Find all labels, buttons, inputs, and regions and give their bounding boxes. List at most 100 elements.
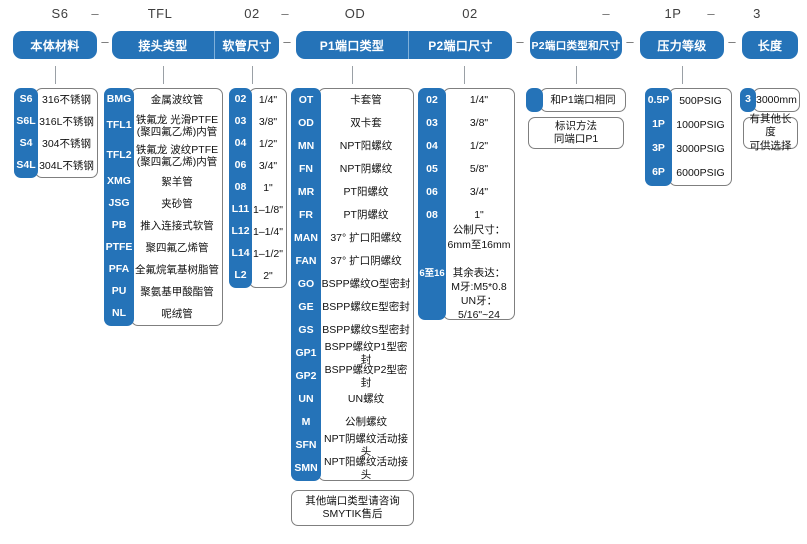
desc-cell: PT阴螺纹 [343, 209, 389, 222]
code-cell[interactable]: FN [299, 162, 313, 175]
desc-cell: 316L不锈钢 [39, 115, 94, 128]
header-dash-5: – [728, 34, 736, 49]
option-group-p2-port-size: 02 03 04 05 06 08 6至16 1/4" 3/8" 1/2" 5/… [418, 88, 515, 321]
code-cell[interactable]: PB [111, 219, 127, 231]
header-bar-p2-type-and-size[interactable]: P2端口类型和尺寸 [530, 31, 622, 59]
code-cell[interactable]: 06 [234, 159, 247, 171]
desc-cell: 聚氨基甲酸酯管 [140, 285, 214, 298]
option-group-p1-port-type: OT OD MN FN MR FR MAN FAN GO GE GS GP1 G… [291, 88, 414, 481]
code-cell[interactable]: GO [297, 277, 315, 290]
code-cell[interactable]: MAN [294, 231, 318, 244]
code-cell[interactable]: SMN [294, 461, 318, 474]
code-cell[interactable]: GE [298, 300, 314, 313]
code-cell[interactable]: OT [298, 93, 314, 106]
code-cell[interactable]: XMG [107, 175, 131, 187]
code-cell[interactable]: GS [298, 323, 314, 336]
header-bar-body-material[interactable]: 本体材料 [13, 31, 97, 59]
header-bar-pressure-rating[interactable]: 压力等级 [640, 31, 724, 59]
code-column-connector-type: BMG TFL1 TFL2 XMG JSG PB PTFE PFA PU NL [104, 88, 134, 326]
stem-p1-port-type [352, 66, 353, 84]
code-cell[interactable]: 05 [426, 162, 438, 175]
stem-p2-port-size [464, 66, 465, 84]
code-cell[interactable]: 08 [234, 181, 247, 193]
desc-cell: 1–1/4" [252, 225, 283, 238]
code-cell[interactable]: TFL2 [106, 149, 132, 161]
code-cell[interactable]: 6至16 [419, 268, 445, 279]
code-cell[interactable]: 6P [652, 166, 665, 178]
code-part-5: 02 [462, 6, 478, 21]
code-cell[interactable]: 02 [234, 93, 247, 105]
code-cell[interactable]: OD [298, 116, 314, 129]
code-cell[interactable]: TFL1 [106, 119, 132, 131]
desc-column-p2-port-type-size: 和P1端口相同 [540, 88, 626, 112]
code-cell[interactable]: 0.5P [647, 94, 670, 106]
code-cell[interactable]: L11 [231, 203, 250, 215]
code-cell[interactable]: UN [298, 392, 314, 405]
code-cell[interactable]: SFN [295, 438, 317, 451]
code-cell[interactable]: 3P [652, 142, 665, 154]
code-cell[interactable]: S6L [16, 115, 36, 127]
desc-cell: 500PSIG [679, 94, 722, 107]
code-cell[interactable] [526, 88, 543, 110]
code-cell[interactable]: GP1 [295, 346, 317, 359]
code-cell[interactable]: 06 [426, 185, 438, 198]
code-cell[interactable]: NL [112, 307, 126, 319]
code-cell[interactable]: 03 [234, 115, 247, 127]
header-bar-p1-and-p2[interactable]: P1端口类型 P2端口尺寸 [296, 31, 512, 59]
code-cell[interactable]: S4 [19, 137, 33, 149]
code-cell[interactable]: S6 [19, 93, 33, 105]
header-dash-2: – [283, 34, 291, 49]
desc-cell: 3000mm [756, 93, 797, 106]
desc-cell: 聚四氟乙烯管 [145, 241, 209, 254]
code-cell[interactable]: L14 [231, 247, 250, 259]
code-dash-1: – [91, 6, 99, 21]
code-cell[interactable]: MR [297, 185, 315, 198]
code-cell[interactable]: BMG [106, 93, 132, 105]
header-bar-connector-and-hose[interactable]: 接头类型 软管尺寸 [112, 31, 279, 59]
desc-cell: NPT阳螺纹 [339, 140, 393, 153]
code-cell[interactable]: PFA [108, 263, 130, 275]
code-cell[interactable]: FR [299, 208, 313, 221]
desc-cell: 1/4" [258, 93, 278, 106]
desc-cell: 3000PSIG [676, 142, 725, 155]
code-cell[interactable]: PU [111, 285, 127, 297]
note-other-lengths: 有其他长度 可供选择 [743, 113, 798, 152]
desc-column-p1-port-type: 卡套管 双卡套 NPT阳螺纹 NPT阴螺纹 PT阳螺纹 PT阴螺纹 37° 扩口… [318, 88, 414, 481]
code-cell[interactable]: 03 [426, 116, 438, 129]
desc-cell: 5/8" [469, 163, 489, 176]
code-cell[interactable]: JSG [108, 197, 130, 209]
code-cell[interactable]: S4L [16, 159, 36, 171]
code-cell[interactable]: L2 [234, 269, 247, 281]
code-cell[interactable]: 02 [426, 93, 438, 106]
desc-cell: 和P1端口相同 [550, 93, 616, 106]
code-part-7: 3 [753, 6, 761, 21]
code-cell[interactable]: L12 [231, 225, 250, 237]
desc-column-connector-type: 金属波纹管 铁氟龙 光滑PTFE (聚四氟乙烯)内管 铁氟龙 波纹PTFE (聚… [131, 88, 223, 326]
code-cell[interactable]: 1P [652, 118, 665, 130]
code-cell[interactable]: PTFE [105, 241, 133, 253]
code-cell[interactable]: MN [297, 139, 315, 152]
desc-cell: PT阳螺纹 [343, 186, 389, 199]
code-cell[interactable]: M [301, 415, 311, 428]
desc-cell: 3/4" [258, 159, 278, 172]
code-dash-2: – [281, 6, 289, 21]
desc-cell: 铁氟龙 光滑PTFE (聚四氟乙烯)内管 [135, 113, 219, 138]
code-cell[interactable]: FAN [295, 254, 317, 267]
code-part-6: 1P [664, 6, 682, 21]
header-bar-length[interactable]: 长度 [742, 31, 798, 59]
desc-cell: BSPP螺纹E型密封 [322, 301, 410, 314]
desc-cell: 絮羊管 [161, 175, 193, 188]
desc-column-p2-port-size: 1/4" 3/8" 1/2" 5/8" 3/4" 1" 公制尺寸： 6mm至16… [443, 88, 515, 321]
desc-cell: 37° 扩口阳螺纹 [330, 232, 402, 245]
header-label-p1-port-type: P1端口类型 [319, 38, 385, 53]
code-cell[interactable]: 3 [745, 93, 751, 105]
header-label-connector-type: 接头类型 [138, 38, 188, 53]
header-dash-1: – [101, 34, 109, 49]
code-cell[interactable]: 04 [426, 139, 438, 152]
code-cell[interactable]: 04 [234, 137, 247, 149]
code-cell[interactable]: GP2 [295, 369, 317, 382]
desc-cell: BSPP螺纹P1型密封 [324, 341, 408, 366]
code-cell[interactable]: 08 [426, 208, 438, 221]
option-group-p2-port-type-size: 和P1端口相同 [526, 88, 626, 112]
